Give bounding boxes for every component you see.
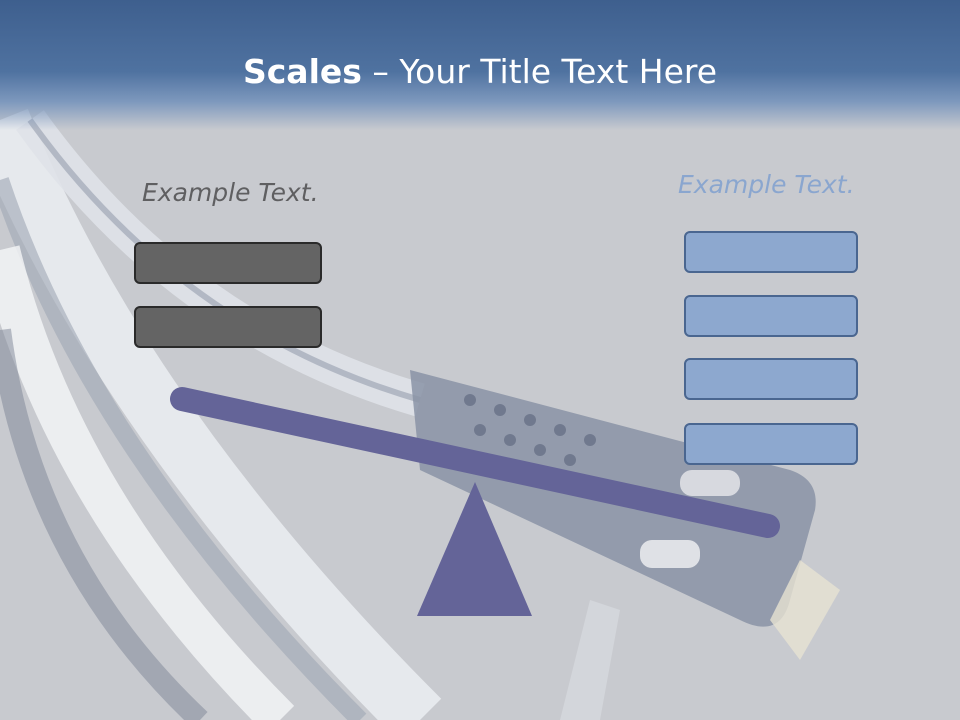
scale-beam [170, 387, 780, 538]
right-box-4 [684, 423, 858, 465]
title-rest: – Your Title Text Here [361, 52, 718, 91]
page-title: Scales – Your Title Text Here [0, 52, 960, 91]
right-box-2 [684, 295, 858, 337]
scale-fulcrum [417, 482, 532, 616]
right-box-3 [684, 358, 858, 400]
left-box-2 [134, 306, 322, 348]
right-label: Example Text. [678, 170, 855, 199]
right-box-1 [684, 231, 858, 273]
title-bold: Scales [242, 52, 362, 91]
title-bar [0, 0, 960, 130]
left-label: Example Text. [142, 178, 319, 207]
left-box-1 [134, 242, 322, 284]
